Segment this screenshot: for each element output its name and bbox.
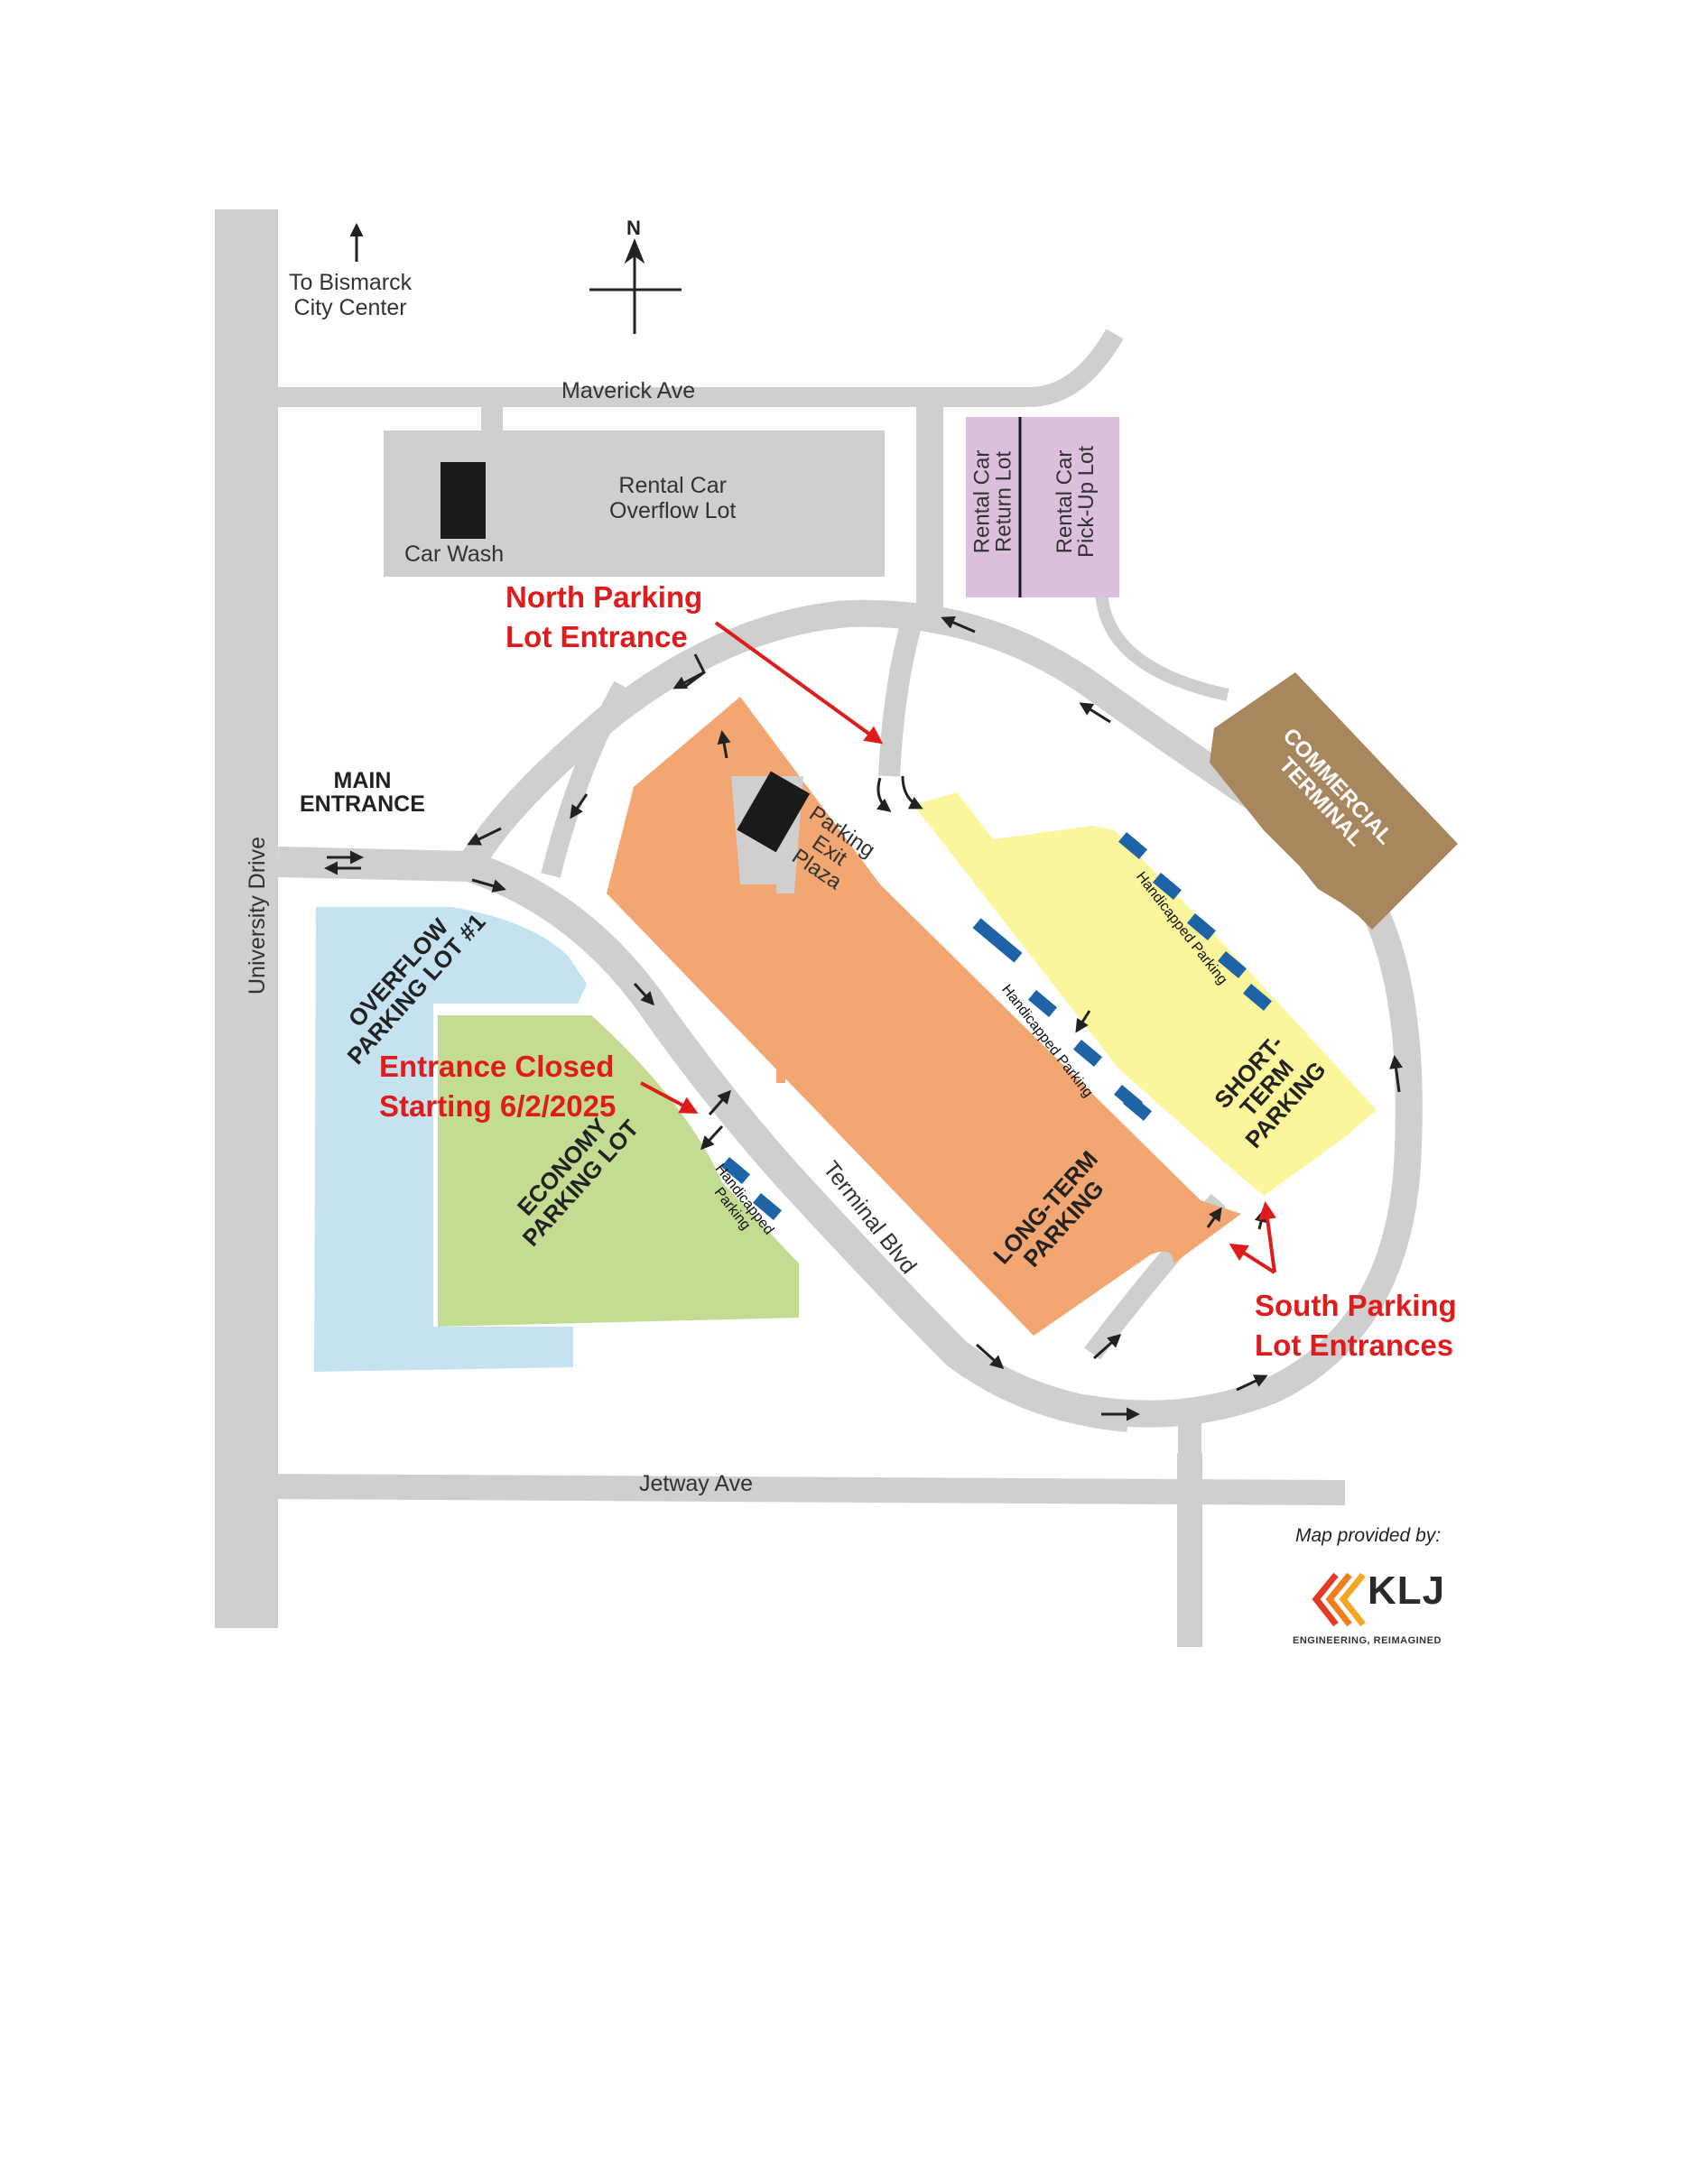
university-drive-label: University Drive xyxy=(245,836,271,995)
economy-parking-lot xyxy=(438,1015,799,1327)
south-entrances-callout: South Parking Lot Entrances xyxy=(1255,1289,1457,1362)
north-entrance-callout: North Parking Lot Entrance xyxy=(505,580,703,653)
rental-return-label: Rental Car Return Lot xyxy=(969,449,1016,554)
callout-arrows xyxy=(640,621,1277,1274)
jetway-ave xyxy=(277,1474,1346,1505)
exit-plaza-booth xyxy=(737,771,811,853)
maverick-ave xyxy=(278,329,1124,407)
klj-logo-icon xyxy=(1312,1572,1366,1627)
overflow-parking-lot xyxy=(314,907,587,1372)
car-wash-building xyxy=(441,462,486,539)
map-credit: Map provided by: xyxy=(1295,1525,1442,1546)
roads xyxy=(215,209,1423,1647)
entrance-closed-callout: Entrance Closed Starting 6/2/2025 xyxy=(379,1050,617,1123)
rental-car-lot xyxy=(966,417,1119,597)
car-wash-label: Car Wash xyxy=(404,541,505,567)
handicapped-stalls xyxy=(721,831,1272,1221)
jetway-ave-label: Jetway Ave xyxy=(639,1471,754,1496)
north-label: N xyxy=(626,217,641,239)
rental-pickup-label: Rental Car Pick-Up Lot xyxy=(1053,445,1099,559)
main-entrance-label: MAIN ENTRANCE xyxy=(300,768,425,818)
commercial-terminal xyxy=(1210,672,1458,930)
north-arrow-icon xyxy=(589,237,682,334)
short-term-parking-lot xyxy=(914,792,1377,1196)
city-center-pointer: To Bismarck City Center xyxy=(289,270,413,320)
klj-logo-text: KLJ xyxy=(1368,1569,1446,1613)
rental-overflow-label: Rental Car Overflow Lot xyxy=(609,473,737,523)
traffic-arrows xyxy=(467,615,1404,1421)
terminal-blvd xyxy=(464,851,1130,1432)
maverick-ave-label: Maverick Ave xyxy=(561,378,696,403)
university-drive xyxy=(215,209,278,1628)
klj-tagline: ENGINEERING, REIMAGINED xyxy=(1293,1635,1442,1646)
